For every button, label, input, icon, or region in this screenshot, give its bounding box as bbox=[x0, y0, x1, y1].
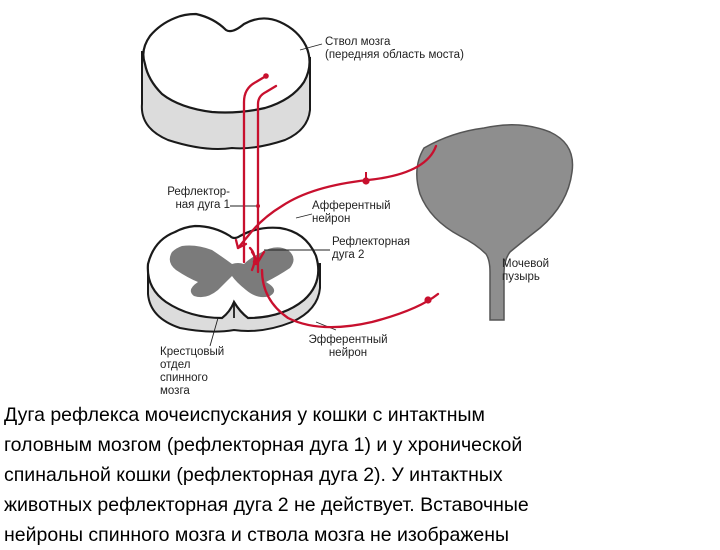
efferent-neuron-label: Эфферентный нейрон bbox=[308, 334, 388, 359]
descending-tract bbox=[256, 84, 278, 274]
afferent-pointer bbox=[295, 213, 313, 219]
brainstem bbox=[140, 12, 311, 150]
reflex-arc-2-path bbox=[248, 246, 256, 272]
bladder-label: Мочевой пузырь bbox=[502, 258, 550, 283]
efferent-neuron-path bbox=[260, 268, 440, 329]
afferent-neuron-path bbox=[236, 144, 438, 250]
brainstem-cell-body bbox=[263, 73, 269, 79]
pointer-lines bbox=[209, 43, 337, 347]
reflex-arc-1-node bbox=[256, 204, 260, 208]
reflex-arc-2-label: Рефлекторная дуга 2 bbox=[332, 236, 410, 261]
sacral-pointer bbox=[209, 317, 219, 347]
caption-line: животных рефлекторная дуга 2 не действуе… bbox=[4, 494, 529, 516]
afferent-neuron-label: Афферентный нейрон bbox=[312, 200, 391, 225]
diagram-svg bbox=[140, 12, 574, 347]
efferent-terminal bbox=[424, 296, 432, 304]
caption-line: головным мозгом (рефлекторная дуга 1) и … bbox=[4, 434, 523, 456]
brainstem-pointer bbox=[299, 43, 323, 51]
neuron-cell-bodies bbox=[252, 73, 432, 304]
figure-caption: Дуга рефлекса мочеиспускания у кошки с и… bbox=[4, 400, 718, 550]
spinal-cord bbox=[146, 224, 321, 333]
bladder-body bbox=[416, 124, 574, 321]
brainstem-label: Ствол мозга (передняя область моста) bbox=[325, 36, 464, 61]
caption-line: спинальной кошки (рефлекторная дуга 2). … bbox=[4, 464, 503, 486]
caption-line: нейроны спинного мозга и ствола мозга не… bbox=[4, 524, 509, 546]
bladder bbox=[416, 124, 574, 321]
ascending-tract bbox=[242, 74, 268, 264]
reflex-arc-1-label: Рефлектор- ная дуга 1 bbox=[167, 186, 230, 211]
diagram: Ствол мозга (передняя область моста) Реф… bbox=[140, 12, 574, 397]
brainstem-top bbox=[142, 12, 311, 114]
afferent-arrowhead bbox=[234, 238, 248, 250]
neuron-pathways bbox=[234, 74, 440, 329]
spinal-cell-body bbox=[252, 258, 260, 266]
caption-line: Дуга рефлекса мочеиспускания у кошки с и… bbox=[4, 404, 485, 426]
sacral-cord-label: Крестцовый отдел спинного мозга bbox=[160, 346, 225, 397]
